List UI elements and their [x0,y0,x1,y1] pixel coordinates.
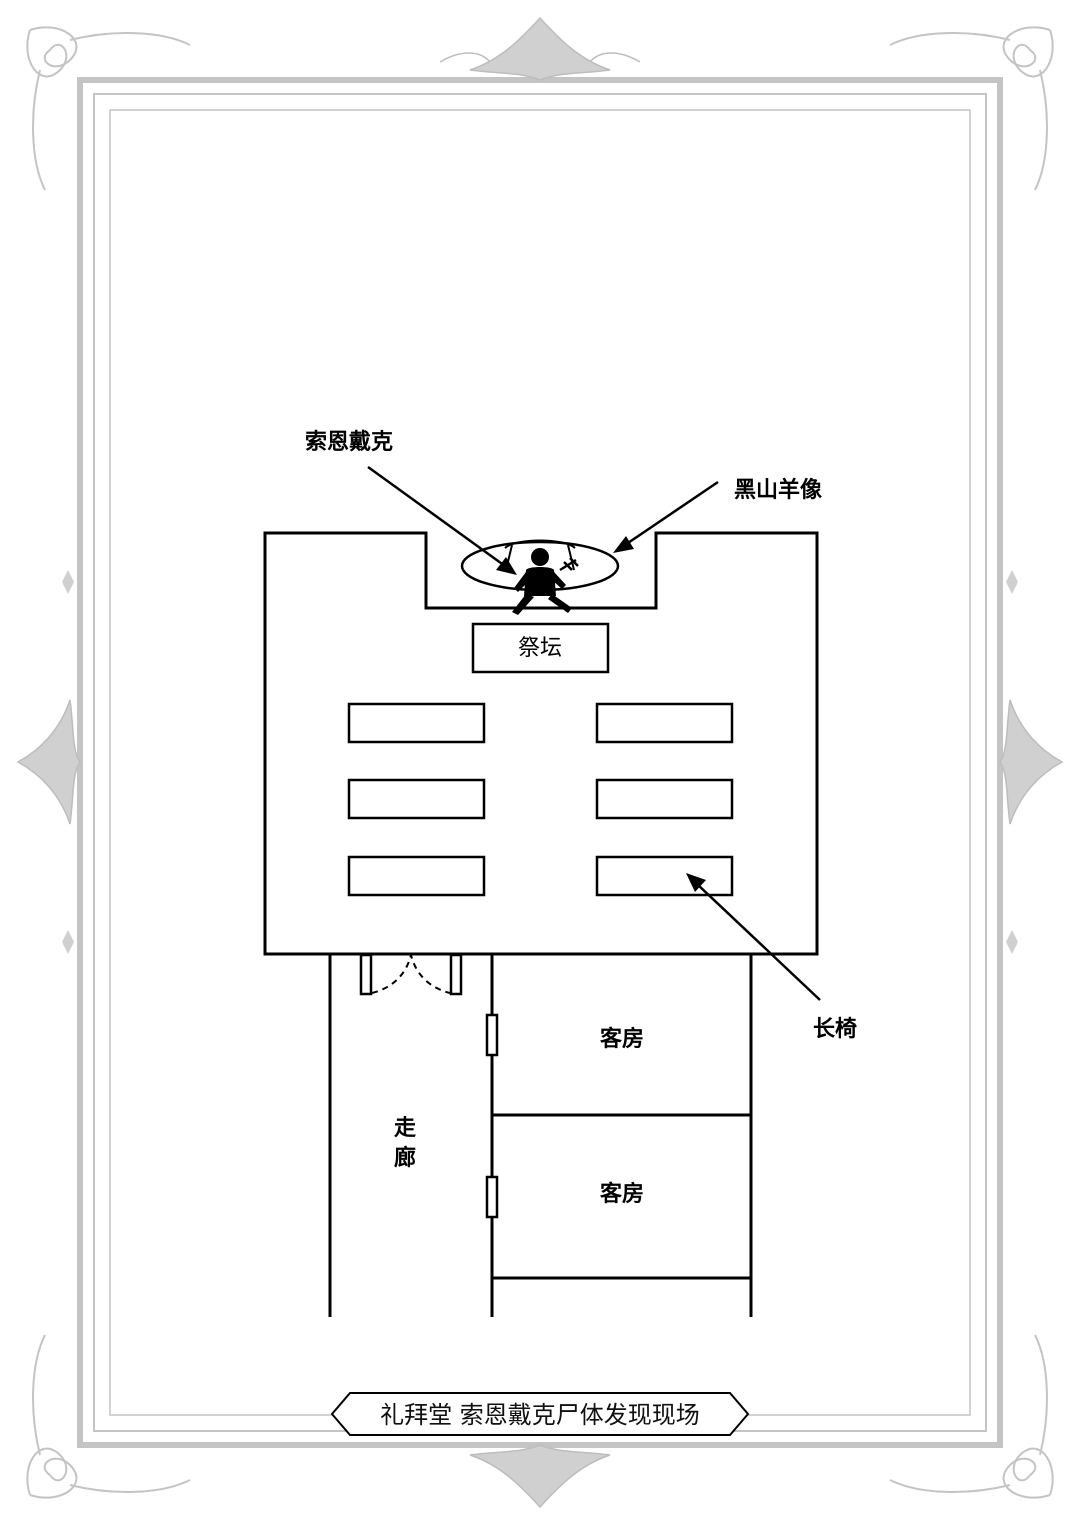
arrow-pew-head [686,873,706,892]
altar [471,622,610,674]
pew-left-3 [347,855,486,897]
ornament-left-center [16,699,81,825]
chapel-outline [263,531,819,956]
frame-inner-line [109,109,971,1416]
guest-room-1-door [485,1013,499,1057]
victim-body-silhouette [512,548,572,615]
pew-right-1 [595,702,734,744]
arrow-victim-line [367,465,506,568]
label-corridor-2: 廊 [394,1145,416,1171]
label-victim: 索恩戴克 [305,429,393,455]
callout-arrows [367,465,821,1001]
caption-banner: 礼拜堂 索恩戴克尸体发现现场 [330,1392,750,1436]
arrow-victim-head [496,557,517,575]
ornament-right-center [999,699,1064,825]
frame-mid-line [93,93,987,1432]
frame-outer-line [77,77,1003,1448]
ornament-bottom-center [469,1444,611,1509]
label-altar: 祭坛 [518,636,562,661]
door-leaf-right [449,953,463,996]
ornament-top-center [439,16,641,81]
door-swing-arc [371,954,451,994]
label-guest-room-2: 客房 [600,1181,644,1207]
door-leaf-left [359,953,373,996]
corner-flourish-top-left [26,26,191,191]
pew-left-2 [347,778,486,820]
diamond-right-lower [1006,930,1018,954]
arrow-statue-line [624,480,719,547]
label-pew: 长椅 [813,1017,857,1042]
pew-right-3 [595,855,734,897]
guest-room-2-door [485,1175,499,1219]
label-statue: 黑山羊像 [734,477,823,503]
corner-flourish-bottom-right [889,1334,1054,1499]
diamond-left-lower [62,930,74,954]
label-guest-room-1: 客房 [600,1026,644,1052]
chapel-floor-plan [263,531,819,1317]
diamond-left-upper [62,570,74,594]
pew-right-2 [595,778,734,820]
dagger-mark [559,557,579,572]
pew-left-1 [347,702,486,744]
diamond-right-upper [1006,570,1018,594]
statue-arc [504,539,576,549]
label-corridor-1: 走 [394,1116,416,1141]
ornamental-frame [16,16,1064,1509]
arrow-pew-line [696,883,821,1001]
caption-banner-outline [330,1392,750,1436]
corner-flourish-bottom-left [26,1334,191,1499]
caption-text: 礼拜堂 索恩戴克尸体发现现场 [380,1401,700,1429]
corner-flourish-top-right [889,26,1054,191]
arrow-statue-head [613,536,634,553]
